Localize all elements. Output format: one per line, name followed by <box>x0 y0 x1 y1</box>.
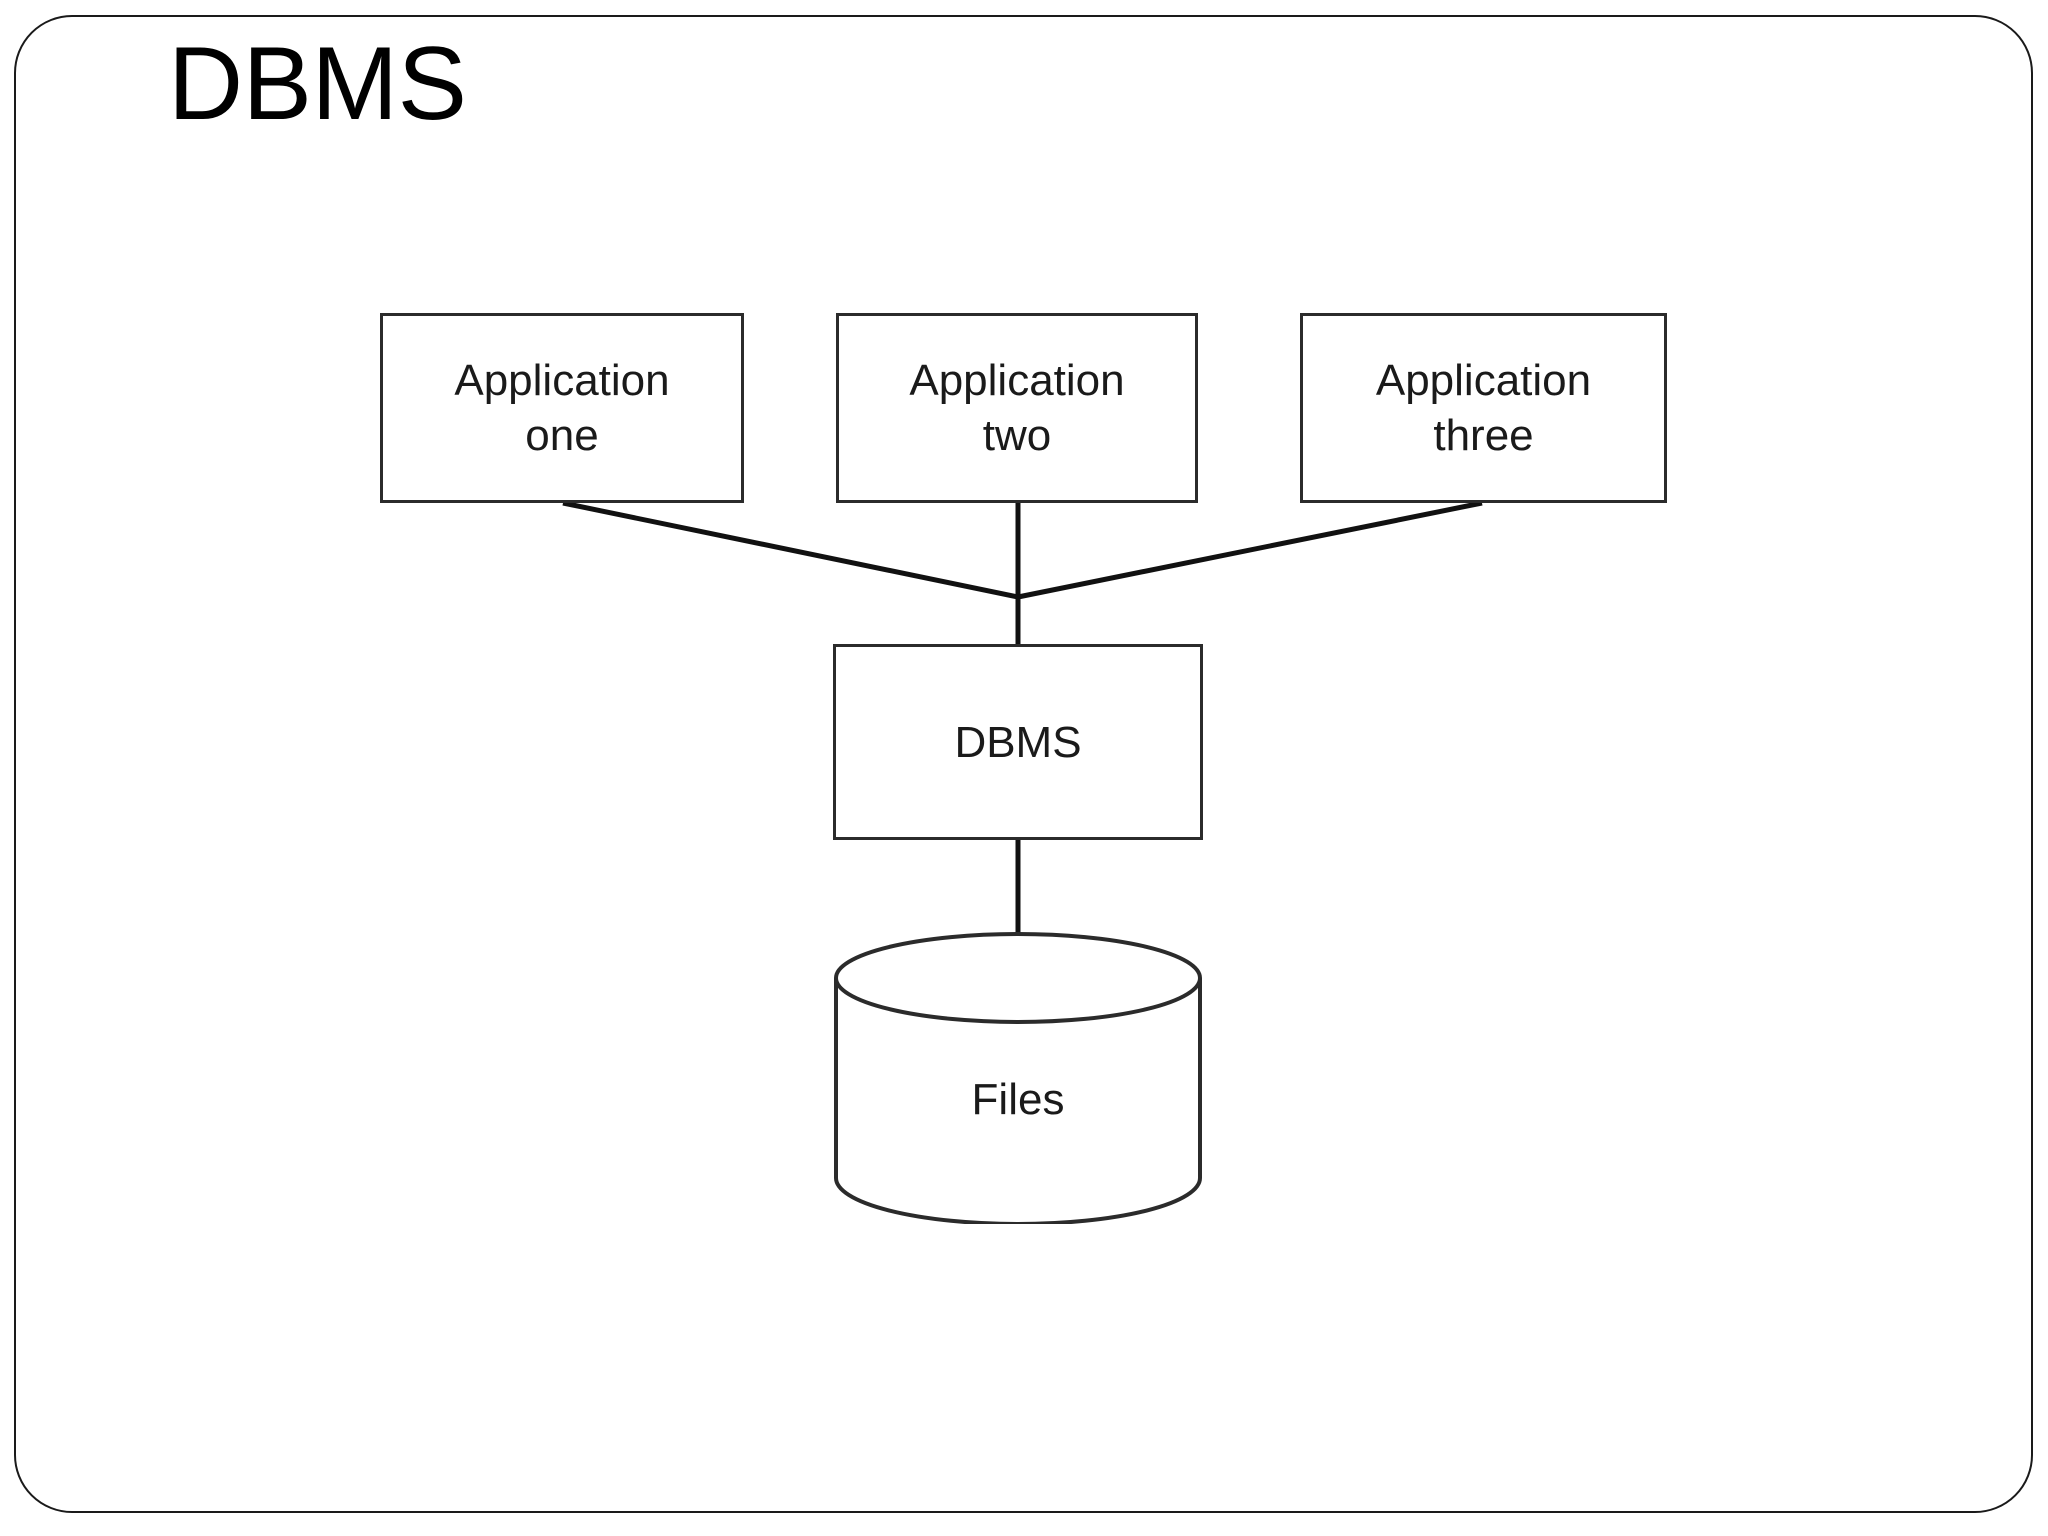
application-three-label: Application three <box>1376 353 1591 463</box>
connector-app-one <box>562 500 1019 600</box>
dbms-box[interactable]: DBMS <box>833 644 1203 840</box>
files-cylinder-shape[interactable] <box>833 932 1203 1224</box>
application-one-label-line1: Application <box>454 356 670 405</box>
application-two-box[interactable]: Application two <box>836 313 1198 503</box>
connector-app-three <box>1017 500 1483 600</box>
dbms-box-label: DBMS <box>954 717 1082 767</box>
application-three-label-line2: three <box>1433 411 1534 460</box>
application-two-label: Application two <box>909 353 1124 463</box>
application-one-label-line2: one <box>525 411 599 460</box>
application-three-label-line1: Application <box>1375 356 1592 405</box>
application-three-box[interactable]: Application three <box>1300 313 1667 503</box>
application-two-label-line1: Application <box>909 356 1125 405</box>
application-two-label-line2: two <box>982 411 1052 460</box>
page-title: DBMS <box>168 26 467 142</box>
files-cylinder-label: Files <box>971 1075 1065 1124</box>
application-one-label: Application one <box>454 353 669 463</box>
application-one-box[interactable]: Application one <box>380 313 744 503</box>
